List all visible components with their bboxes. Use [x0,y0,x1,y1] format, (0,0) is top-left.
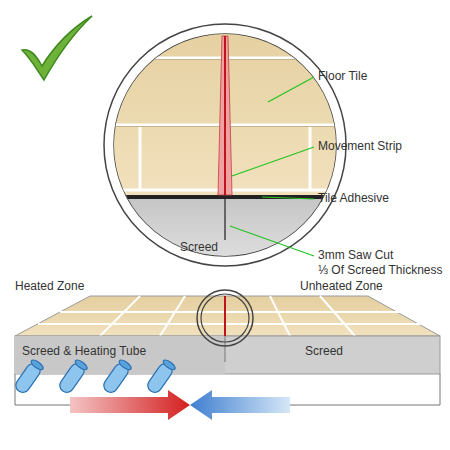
zone-label: Heated Zone [15,279,84,293]
label-text: 3mm Saw Cut [318,248,393,262]
label-text: Movement Strip [318,139,402,153]
label-text: ⅓ Of Screed Thickness [318,263,443,277]
part-name: Screed [180,240,218,254]
label-text: Tile Adhesive [318,191,389,205]
part-name: Screed & Heating Tube [22,344,146,358]
part-name: Screed [305,344,343,358]
zone-label: Unheated Zone [300,279,383,293]
label-text: Floor Tile [318,69,367,83]
